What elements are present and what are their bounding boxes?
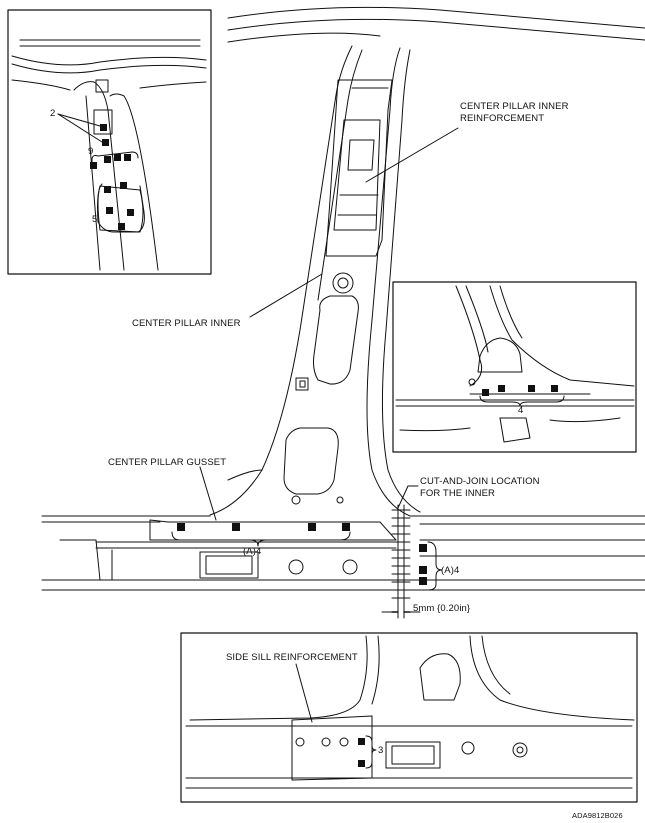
label-cut-and-join-2: FOR THE INNER [420,488,496,499]
label-dimension: 5mm {0.20in} [413,603,471,614]
label-center-pillar-inner: CENTER PILLAR INNER [132,318,241,329]
brace-a4-bottom [171,531,351,547]
weld-spot [358,760,365,767]
inset-top-left-frame [7,9,212,275]
label-weld-a4-right: (A)4 [441,565,460,576]
leader-reinforcement [365,127,459,183]
weld-spot [118,223,125,230]
weld-spots-gusset [177,523,427,585]
label-center-pillar-inner-reinforcement-1: CENTER PILLAR INNER [460,101,569,112]
inset-top-left-leaders [57,113,145,233]
inset-right-frame [392,281,637,453]
inset-right-welds [482,385,558,396]
label-inset-9: 9 [88,146,94,157]
weld-spot [114,154,121,161]
label-center-pillar-inner-reinforcement-2: REINFORCEMENT [460,113,545,124]
brace-a4-right [427,541,443,591]
weld-spot [482,389,489,396]
brace-3 [365,735,377,769]
inset-bottom-frame [180,632,638,803]
weld-spot [106,207,113,214]
label-inset-2: 2 [50,108,56,119]
weld-spot [419,577,427,585]
cut-join-marker [381,504,421,619]
weld-spot [528,385,535,392]
weld-spot [127,209,134,216]
figure-code: ADA9812B026 [572,811,623,820]
label-weld-3: 3 [378,745,384,756]
weld-spot [124,154,131,161]
weld-spot [177,523,185,531]
weld-spot [104,186,111,193]
label-side-sill-reinforcement: SIDE SILL REINFORCEMENT [226,652,358,663]
leader-gusset [199,466,217,521]
weld-spot [100,124,107,131]
center-pillar-body [209,6,645,517]
brace-4-right-inset [479,395,565,407]
inset-top-left-welds [90,124,134,230]
weld-spot [232,523,240,531]
leader-inner [249,273,323,318]
weld-spot [342,523,350,531]
weld-spot [104,156,111,163]
label-cut-and-join-1: CUT-AND-JOIN LOCATION [420,476,540,487]
label-weld-4: 4 [518,405,524,416]
weld-spot [551,385,558,392]
weld-spot [419,544,427,552]
weld-spot [358,738,365,745]
inset-bottom-welds [358,738,365,767]
weld-spot [102,139,109,146]
leader-sidesill [295,663,313,723]
weld-spot [419,566,427,574]
label-center-pillar-gusset: CENTER PILLAR GUSSET [108,457,227,468]
label-inset-5: 5 [92,214,98,225]
weld-spot [498,385,505,392]
weld-spot [308,523,316,531]
leader-cutjoin [397,485,419,509]
weld-spot [120,182,127,189]
label-weld-a4-bottom: (A)4 [243,546,262,557]
weld-spot [90,162,97,169]
side-sill-main [41,515,645,591]
